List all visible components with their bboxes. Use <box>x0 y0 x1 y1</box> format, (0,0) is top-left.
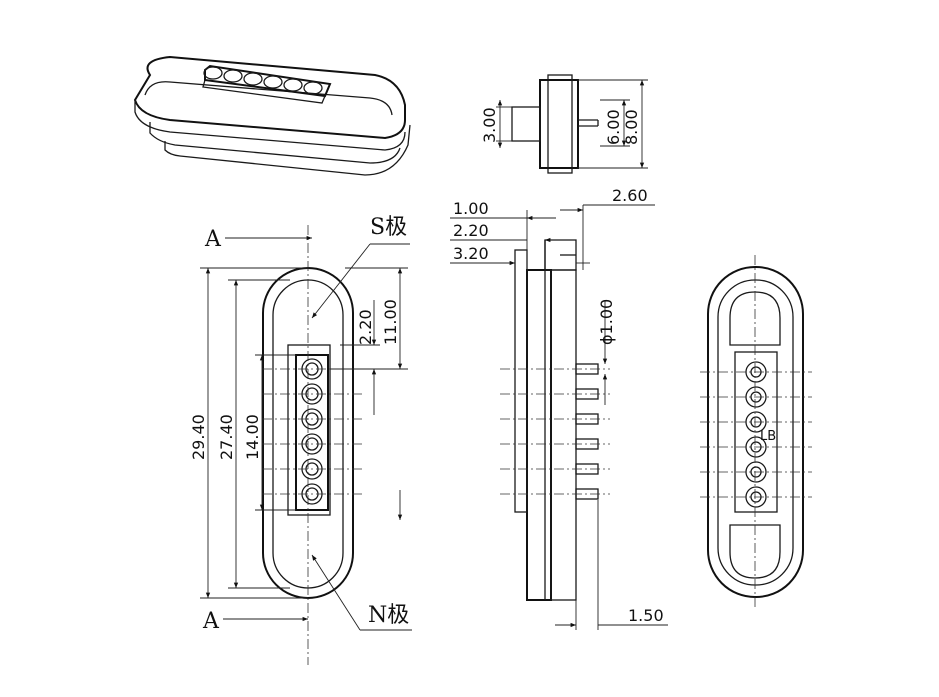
dim-3-20: 3.20 <box>453 244 489 263</box>
dim-14-00: 14.00 <box>243 414 262 460</box>
back-view: LB <box>700 255 812 610</box>
dim-2-20-side: 2.20 <box>453 221 489 240</box>
front-view: A A S极 N极 29.40 27.40 14.00 2.20 <box>189 215 412 665</box>
section-a-top-label: A <box>204 227 222 252</box>
dim-27-40: 27.40 <box>217 414 236 460</box>
dim-29-40: 29.40 <box>189 414 208 460</box>
isometric-view <box>133 55 411 176</box>
dim-1-00: 1.00 <box>453 199 489 218</box>
section-a-bottom-label: A <box>202 609 220 634</box>
dim-3-00: 3.00 <box>480 107 499 143</box>
dim-8-00: 8.00 <box>622 109 641 145</box>
side-section-view: 1.00 2.20 3.20 2.60 ϕ1.00 1.50 <box>450 186 668 630</box>
dim-11-00: 11.00 <box>381 299 400 345</box>
n-pole-label: N极 <box>368 603 409 628</box>
dim-2-20-top: 2.20 <box>356 309 375 345</box>
dim-phi-1-00: ϕ1.00 <box>597 299 616 345</box>
pin-marker-label: LB <box>760 429 776 444</box>
s-pole-label: S极 <box>370 215 407 240</box>
dim-1-50: 1.50 <box>628 606 664 625</box>
dim-6-00: 6.00 <box>604 109 623 145</box>
top-side-view: 3.00 6.00 8.00 <box>480 74 648 174</box>
dim-2-60: 2.60 <box>612 186 648 205</box>
